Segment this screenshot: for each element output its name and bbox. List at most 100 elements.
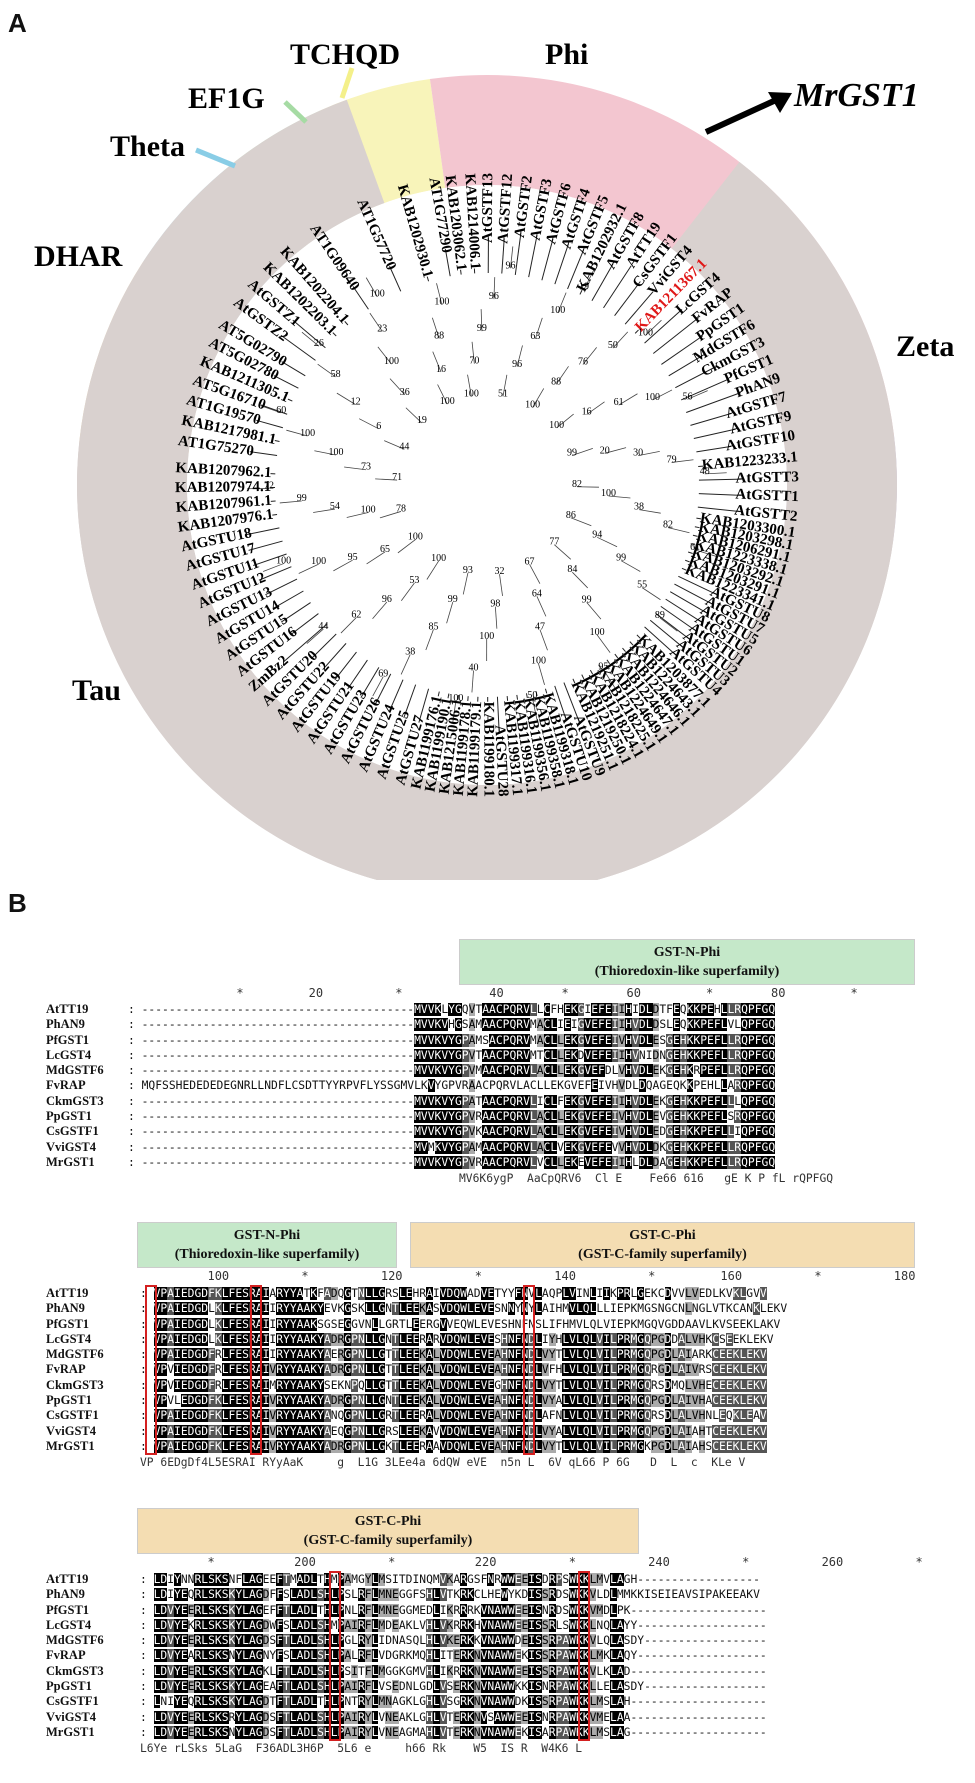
- tree-internal-branch: [586, 401, 605, 415]
- tree-branch: [541, 238, 554, 281]
- tree-branch: [389, 265, 402, 292]
- tree-branch: [514, 232, 522, 275]
- tree-internal-branch: [426, 560, 440, 580]
- tree-branch: [661, 335, 704, 365]
- aligned-sequence: : VPAIEDGDFKLFESRAIVRYYAAKYADRGPNLLGKTLE…: [140, 1439, 767, 1453]
- sequence-name: CkmGST3: [46, 1093, 104, 1108]
- tree-internal-branch: [499, 574, 503, 596]
- tree-branch: [501, 238, 505, 274]
- theta-pointer: [195, 147, 236, 169]
- tree-branch: [265, 578, 298, 596]
- tree-branch: [258, 566, 292, 581]
- sequence-name: PhAN9: [46, 1301, 85, 1316]
- tree-internal-branch: [645, 319, 662, 336]
- aligned-sequence: : VPAIEDGDFKLFESRAIVRYYAAKYANQGPNLLGRTLE…: [140, 1409, 767, 1423]
- tree-branch: [567, 249, 585, 290]
- bootstrap-value: 100: [645, 392, 660, 403]
- tree-branch: [447, 693, 450, 699]
- tree-internal-branch: [582, 347, 597, 365]
- tree-internal-branch: [340, 617, 357, 634]
- leaf-label: KAB1214006.1: [461, 173, 483, 270]
- bootstrap-value: 100: [276, 556, 291, 567]
- bootstrap-value: 100: [440, 396, 455, 407]
- bootstrap-value: 38: [634, 502, 644, 513]
- bootstrap-value: 78: [396, 503, 406, 514]
- tree-branch: [581, 674, 585, 680]
- aligned-sequence: : LDIYNNRLSKSNFLAGEEFTMADLTHMPAMGYLMSITD…: [140, 1573, 760, 1586]
- sequence-name: PhAN9: [46, 1017, 85, 1032]
- tree-internal-branch: [372, 601, 388, 619]
- tree-branch: [669, 591, 708, 614]
- sequence-name: AtTT19: [46, 1572, 89, 1586]
- bootstrap-value: 100: [549, 420, 564, 431]
- bootstrap-value: 71: [392, 472, 402, 483]
- aligned-sequence: : LDVYEERLSKSRYLAGDSFTLADLSHLPAIRYLVNEAK…: [140, 1710, 767, 1724]
- bootstrap-value: 95: [348, 552, 358, 563]
- bootstrap-value: 56: [682, 391, 692, 402]
- tree-branch: [344, 321, 349, 326]
- tree-internal-branch: [431, 317, 440, 339]
- bootstrap-value: 23: [377, 323, 387, 334]
- bootstrap-value: 96: [512, 359, 522, 370]
- tree-internal-branch: [432, 351, 442, 373]
- bootstrap-value: 64: [532, 588, 542, 599]
- tree-internal-branch: [467, 374, 472, 397]
- tree-branch: [248, 540, 283, 551]
- tree-internal-branch: [557, 292, 567, 314]
- sequence-name: MdGSTF6: [46, 1633, 104, 1648]
- tree-branch: [426, 276, 430, 282]
- tree-branch: [496, 696, 500, 732]
- bootstrap-value: 16: [436, 364, 446, 375]
- bootstrap-value: 62: [351, 609, 361, 620]
- sequence-block-3: : LDIYNNRLSKSNFLAGEEFTMADLTHMPAMGYLMSITD…: [140, 1572, 767, 1740]
- tree-internal-branch: [510, 246, 514, 269]
- bootstrap-value: 50: [527, 690, 537, 701]
- leaf-label: KAB1199180.1: [480, 702, 496, 797]
- tree-branch: [563, 682, 580, 723]
- bootstrap-value: 99: [582, 594, 592, 605]
- tree-branch: [572, 678, 576, 684]
- tree-internal-branch: [586, 602, 602, 620]
- tree-internal-branch: [400, 582, 415, 601]
- bootstrap-value: 88: [434, 331, 444, 342]
- bootstrap-value: 100: [590, 627, 605, 638]
- bootstrap-value: 19: [579, 282, 589, 293]
- aligned-sequence: : VPVIEDGDFRLFESRAIVRYYAAKYADRGPNLLGTTLE…: [140, 1363, 767, 1377]
- bootstrap-value: 67: [525, 556, 535, 567]
- bootstrap-value: 58: [331, 369, 341, 380]
- bootstrap-value: 96: [382, 594, 392, 605]
- tree-branch: [680, 379, 728, 401]
- sequence-name: PfGST1: [46, 1316, 90, 1331]
- leaf-label: AtGSTU28: [491, 725, 511, 797]
- tree-branch: [260, 404, 288, 415]
- bootstrap-value: 40: [469, 663, 479, 674]
- domain-gst-c-phi-1: GST-C-Phi (GST-C-family superfamily): [410, 1222, 915, 1268]
- sequence-name: PfGST1: [46, 1032, 90, 1047]
- consensus-line-3: L6Ye rLSks 5LaG F36ADL3H6P 5L6 e h66 Rk …: [140, 1742, 583, 1755]
- bootstrap-value: 84: [567, 564, 577, 575]
- tree-internal-branch: [286, 429, 308, 437]
- leaf-label: KAB1199179.1: [465, 701, 485, 797]
- tree-internal-branch: [379, 511, 402, 519]
- domain-title: GST-N-Phi: [653, 945, 721, 960]
- tree-branch: [292, 319, 326, 349]
- aligned-sequence: : --------------------------------------…: [128, 1094, 776, 1108]
- aligned-sequence: : VPVLEDGDFKLFESRAIVRYYAAKYADRGPNLLGNTLE…: [140, 1394, 767, 1408]
- aligned-sequence: : LDVYEERLSKSKYLAGDSFTLADLSHLPGLRYLIDNAS…: [140, 1634, 767, 1648]
- bootstrap-value: 60: [276, 405, 286, 416]
- tree-branch: [374, 673, 392, 706]
- bootstrap-value: 85: [428, 621, 438, 632]
- tree-internal-branch: [570, 517, 592, 527]
- aligned-sequence: : VPAIEDGDLKLFESRAIIRYYAAKYEVKGSKLLGNTLE…: [140, 1302, 788, 1316]
- aligned-sequence: : LDIYEQRLSKSKYLAGDFFSLADLSHLPSLRFLMNEGG…: [140, 1588, 760, 1602]
- tree-branch: [579, 289, 583, 295]
- tree-branch: [697, 506, 741, 513]
- tree-internal-branch: [554, 544, 572, 560]
- tree-internal-branch: [704, 472, 727, 475]
- leaf-label: KAB1207962.1: [175, 460, 272, 481]
- tree-branch: [681, 567, 687, 571]
- aligned-sequence: : LDVYEERLSKSNYLAGDSFTLADLSHLPAIRYLVNEAG…: [140, 1725, 767, 1739]
- tree-branch: [322, 643, 347, 670]
- bootstrap-value: 99: [448, 594, 458, 605]
